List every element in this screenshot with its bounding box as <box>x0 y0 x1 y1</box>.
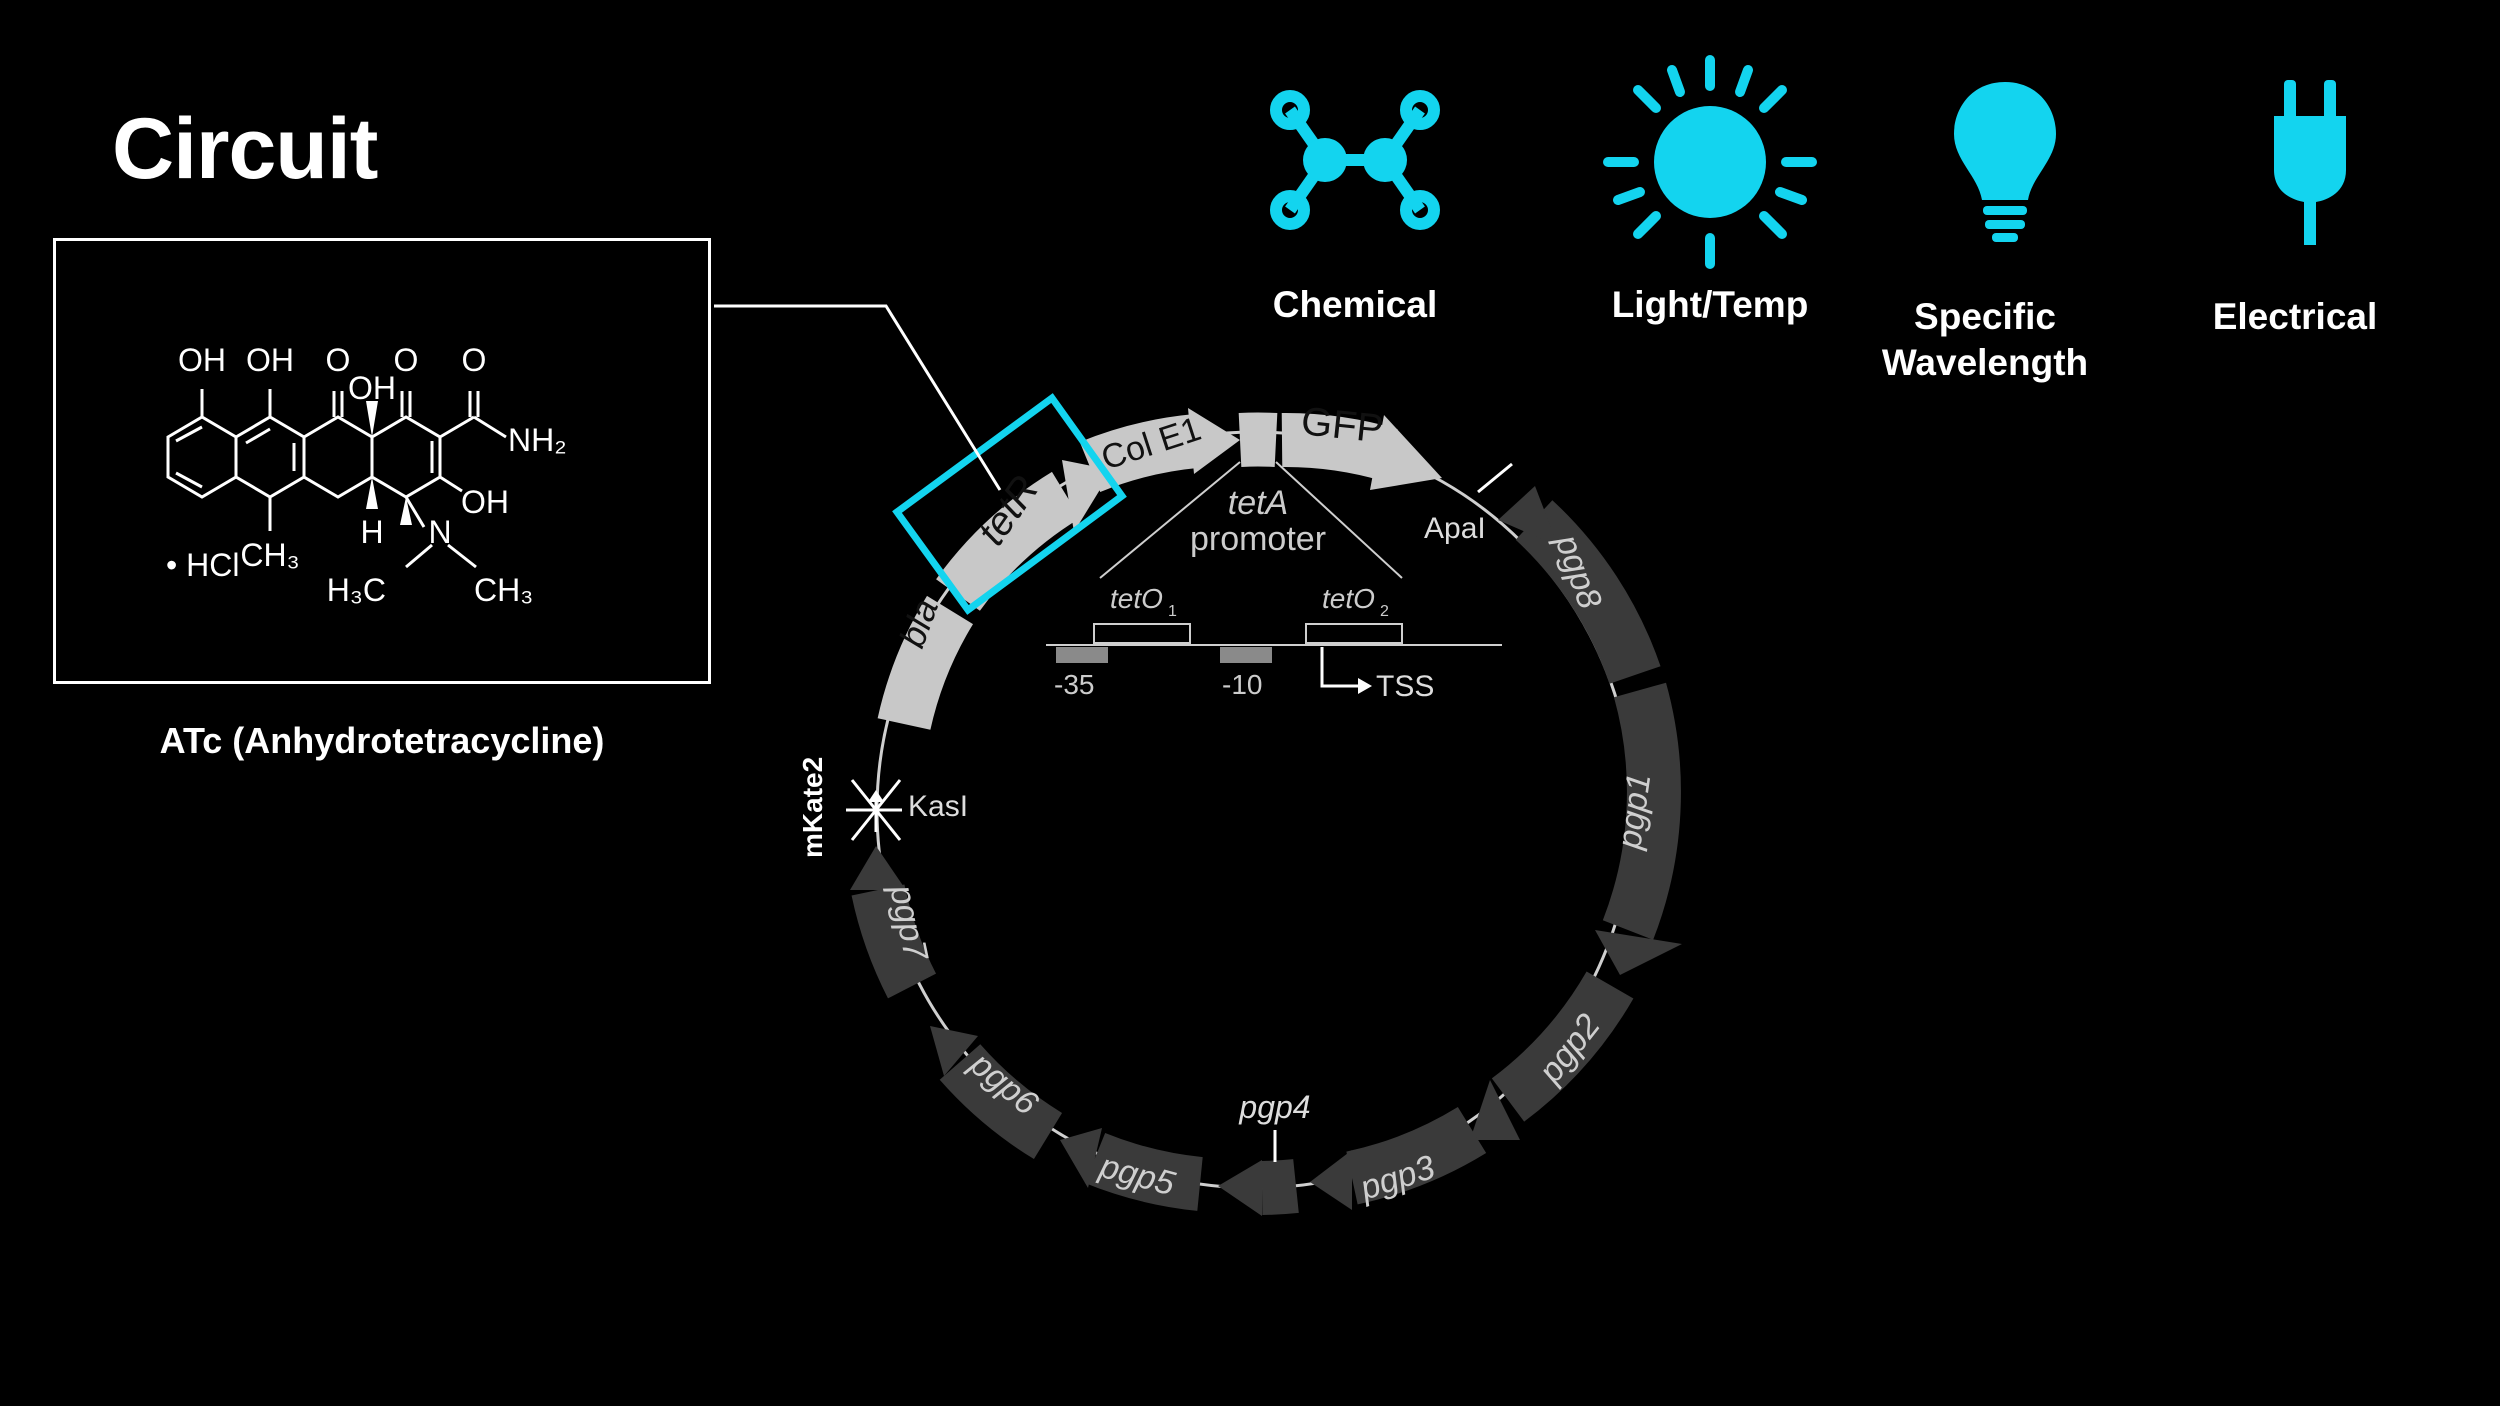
atom-label-h3c: H₃C <box>327 572 386 608</box>
gene-label-gfp: GFP <box>1299 399 1385 451</box>
gene-arc-pgp3 <box>1345 1106 1487 1205</box>
pgp2-arrowhead <box>1470 1080 1520 1140</box>
gene-arc-pgp1 <box>1602 682 1681 940</box>
pgp3-arrowhead <box>1310 1150 1352 1210</box>
gene-arc-bla <box>877 595 974 731</box>
teto1-subscript: 1 <box>1168 603 1177 620</box>
plug-icon <box>2274 80 2346 245</box>
pgp7-arrowhead <box>850 846 906 890</box>
tss-arrow <box>1320 647 1358 688</box>
pgp8-arrowhead <box>1498 486 1558 546</box>
sun-icon <box>1603 55 1817 269</box>
atom-label-o: O <box>462 342 487 378</box>
atom-label-ch3: CH₃ <box>474 572 533 608</box>
connector-line <box>714 304 1002 491</box>
teto1-label: tetO <box>1110 583 1163 614</box>
lightbulb-icon <box>1954 82 2056 242</box>
gene-arc-pgp5 <box>1084 1132 1204 1211</box>
promoter-word: promoter <box>1190 520 1326 558</box>
label-minus35: -35 <box>1054 669 1094 700</box>
teto2-label: tetO <box>1322 583 1375 614</box>
tetr-highlight-box <box>892 393 1127 615</box>
site-label-apal: ApaI <box>1424 512 1486 545</box>
teto2-subscript: 2 <box>1380 603 1389 620</box>
wavelength-label: Specific Wavelength <box>1881 296 2089 383</box>
site-label-kasl: KasI <box>908 790 968 823</box>
atom-label-nh2: NH₂ <box>508 422 567 458</box>
gene-arc-pgp4 <box>1261 1159 1299 1215</box>
gene-label-pgp4: pgp4 <box>1238 1089 1310 1125</box>
hcl-label: • HCl <box>166 547 239 583</box>
pgp6-arrowhead <box>930 1026 978 1076</box>
stimulus-label-chemical: Chemical <box>1272 284 1438 325</box>
pgp1-arrowhead <box>1595 930 1682 975</box>
teto1-box <box>1093 623 1191 644</box>
stimulus-label-wavelength: Specific Wavelength <box>1860 294 2110 386</box>
slide-title: Circuit <box>112 101 378 197</box>
pgp5-arrowhead <box>1060 1128 1102 1188</box>
label-tss: TSS <box>1376 670 1434 703</box>
molecule-caption: ATc (Anhydrotetracycline) <box>159 720 605 761</box>
apal-site-marker <box>1477 462 1513 494</box>
atom-label-ch3: CH₃ <box>240 537 299 573</box>
gene-arc-pgp6 <box>939 1043 1063 1160</box>
gfp-arrowhead <box>1370 415 1442 490</box>
gene-label-mkate2: mKate2 <box>797 757 828 858</box>
atom-label-o: O <box>394 342 419 378</box>
atom-label-oh: OH <box>348 370 396 406</box>
molecule-icon <box>1270 90 1440 230</box>
gene-arc-pgp7 <box>851 884 937 999</box>
box-10 <box>1220 647 1272 663</box>
cole1-arrowhead <box>1188 408 1240 474</box>
box-35 <box>1056 647 1108 663</box>
promoter-name: tetA <box>1228 484 1288 522</box>
molecule-structure-box: OH OH O OH O O NH₂ OH H N CH₃ H₃C CH₃ • … <box>53 238 711 684</box>
atom-label-oh: OH <box>178 342 226 378</box>
teto2-box <box>1305 623 1403 644</box>
atom-label-oh: OH <box>246 342 294 378</box>
pgp4-arrowhead <box>1218 1160 1262 1216</box>
atom-label-h: H <box>360 514 383 550</box>
atom-label-o: O <box>326 342 351 378</box>
atc-structure: OH OH O OH O O NH₂ OH H N CH₃ H₃C CH₃ • … <box>166 342 567 608</box>
stimulus-label-light-temp: Light/Temp <box>1611 284 1809 325</box>
atom-label-n: N <box>428 514 451 550</box>
gene-arc-tetR <box>936 471 1081 612</box>
gene-arc-pgp2 <box>1491 971 1634 1122</box>
atom-label-oh: OH <box>461 484 509 520</box>
stimulus-label-electrical: Electrical <box>2212 296 2378 337</box>
label-minus10: -10 <box>1222 669 1262 700</box>
